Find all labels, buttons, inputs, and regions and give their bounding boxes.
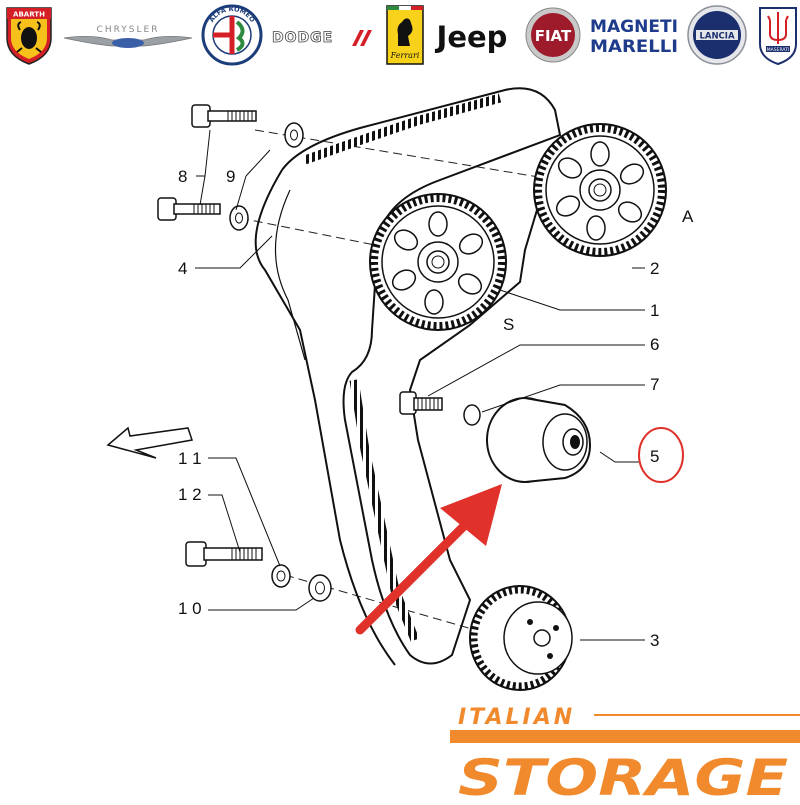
crankshaft-pulley-3 — [469, 585, 573, 691]
timing-belt — [254, 87, 562, 666]
washer-11 — [271, 564, 291, 588]
italian-storage-logo: ITALIAN STORAGE — [450, 700, 800, 805]
callout-4: 4 — [178, 259, 187, 278]
callout-1: 1 — [650, 301, 659, 320]
callout-leader-lines — [195, 129, 645, 641]
red-pointer-arrow — [355, 484, 502, 635]
brand-logo-bar: ABARTH CHRYSLER ALFA ROMEO DODGE — [0, 0, 800, 72]
dodge-text: DODGE — [272, 30, 333, 46]
callout-12: 1 2 — [178, 485, 202, 504]
callout-3: 3 — [650, 631, 659, 650]
callout-2: 2 — [650, 259, 659, 278]
ferrari-text: Ferrari — [390, 51, 420, 60]
maserati-logo: MASERATI — [756, 4, 800, 66]
lancia-text: LANCIA — [699, 32, 735, 42]
callout-8: 8 — [178, 167, 187, 186]
view-label-s: S — [503, 315, 514, 334]
callout-7: 7 — [650, 375, 659, 394]
ferrari-logo: Ferrari — [384, 4, 426, 66]
belt-tensioner-5 — [486, 397, 592, 483]
jeep-text: Jeep — [435, 20, 508, 54]
timing-belt-exploded-diagram: 8 9 4 1 2 6 7 5 3 1 1 1 2 1 0 A S — [106, 87, 694, 691]
washer-7 — [463, 404, 481, 426]
fiat-text: FIAT — [535, 27, 572, 45]
callout-10: 1 0 — [178, 599, 202, 618]
lancia-logo: LANCIA — [686, 4, 748, 66]
marelli-text: MARELLI — [590, 37, 678, 57]
magneti-text: MAGNETI — [590, 17, 678, 37]
bolt-12 — [185, 541, 263, 567]
chrysler-logo: CHRYSLER — [62, 4, 194, 66]
maserati-text: MASERATI — [767, 47, 789, 53]
view-label-a: A — [682, 207, 694, 226]
abarth-text: ABARTH — [13, 11, 45, 19]
callout-11: 1 1 — [178, 449, 202, 468]
rotation-direction-arrow — [106, 426, 193, 459]
dodge-logo: DODGE — [268, 4, 378, 66]
washers-9 — [229, 122, 304, 231]
bolts-8 — [157, 104, 257, 221]
highlight-circle — [638, 427, 684, 483]
alfa-romeo-logo: ALFA ROMEO — [201, 4, 263, 66]
magneti-marelli-logo: MAGNETI MARELLI — [588, 4, 680, 66]
chrysler-text: CHRYSLER — [97, 25, 160, 35]
brand-line-2: STORAGE — [458, 749, 788, 800]
abarth-logo: ABARTH — [2, 4, 56, 66]
callout-6: 6 — [650, 335, 659, 354]
brand-line-1: ITALIAN — [458, 705, 575, 730]
washer-10 — [308, 574, 332, 602]
camshaft-pulley-1 — [369, 193, 507, 331]
camshaft-pulley-2 — [533, 123, 667, 257]
callout-5: 5 — [650, 447, 659, 466]
callout-9: 9 — [226, 167, 235, 186]
jeep-logo: Jeep — [430, 4, 514, 66]
fiat-logo: FIAT — [524, 4, 582, 66]
tensioner-bolt-6 — [399, 391, 443, 415]
